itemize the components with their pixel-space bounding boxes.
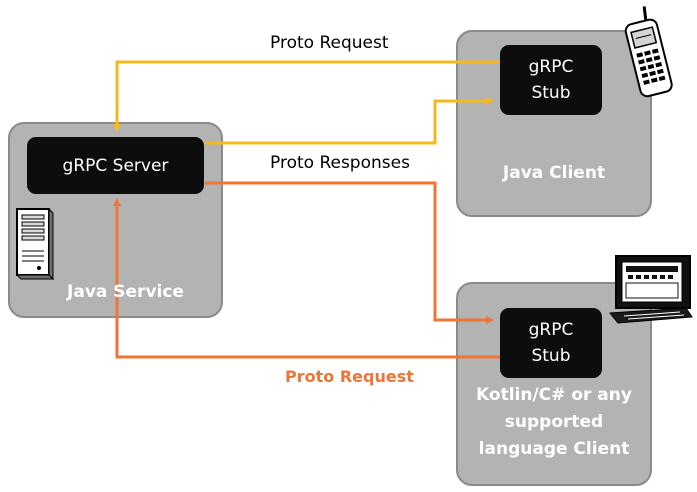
java-client-stub-box: gRPC Stub <box>500 45 602 115</box>
language-client-label: Kotlin/C# or any supported language Clie… <box>456 382 652 463</box>
grpc-server-label: gRPC Server <box>62 155 169 176</box>
stub-label-line1: gRPC <box>528 320 574 340</box>
language-client-label-line3: language Client <box>478 439 630 459</box>
desktop-computer-icon <box>609 255 693 324</box>
stub-label-line1: gRPC <box>528 57 574 77</box>
language-client-stub-box: gRPC Stub <box>500 308 602 378</box>
stub-label-line2: Stub <box>531 346 571 366</box>
java-service-label: Java Service <box>67 282 184 302</box>
stub-label-line2: Stub <box>531 83 571 103</box>
edge-label-bottom-request: Proto Request <box>285 367 414 386</box>
edge-label-responses: Proto Responses <box>270 153 410 173</box>
top-request-arrow <box>113 60 500 132</box>
server-tower-icon <box>15 207 55 281</box>
grpc-server-box: gRPC Server <box>27 137 204 194</box>
language-client-label-line2: supported <box>504 412 604 432</box>
response-arrow-to-java-client <box>205 97 494 145</box>
bottom-request-arrow <box>113 198 500 359</box>
mobile-phone-icon <box>624 6 673 98</box>
edge-label-top-request: Proto Request <box>270 33 389 53</box>
language-client-label-line1: Kotlin/C# or any <box>476 385 632 405</box>
java-client-label: Java Client <box>502 163 606 183</box>
response-arrow-to-language-client <box>205 181 494 324</box>
